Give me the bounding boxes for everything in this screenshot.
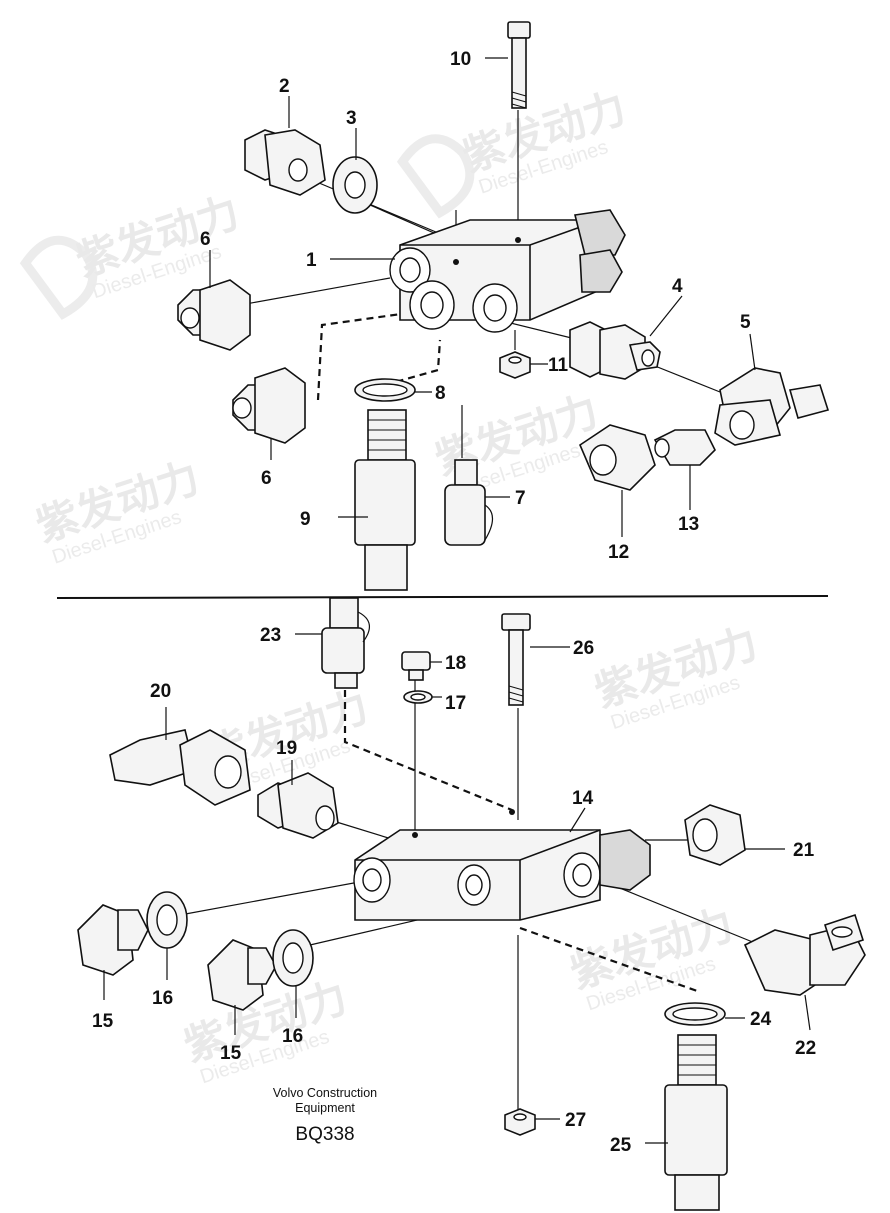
watermark-logo-icon: [19, 235, 98, 320]
washer-part-16-right: [272, 929, 314, 987]
callout-14: 14: [572, 788, 594, 809]
callout-23: 23: [260, 625, 281, 646]
filter-part-9: [354, 409, 416, 591]
nut-part-27: [504, 1108, 536, 1136]
o-ring-part-8: [354, 378, 416, 402]
callout-21: 21: [793, 840, 815, 861]
callout-20: 20: [150, 681, 171, 702]
elbow-part-20: [109, 729, 251, 806]
callout-9: 9: [300, 509, 311, 530]
watermark-logo-icon: [396, 134, 475, 219]
callout-18: 18: [445, 653, 466, 674]
valve-block-part-14: [353, 809, 651, 921]
filter-part-25: [664, 1034, 728, 1211]
callout-15-right: 15: [220, 1043, 242, 1064]
bolt-part-26: [501, 613, 531, 706]
callout-22: 22: [795, 1038, 816, 1059]
nut-part-11: [499, 351, 531, 379]
callout-26: 26: [573, 638, 594, 659]
plug-part-18: [401, 651, 431, 681]
callout-5: 5: [740, 312, 751, 333]
callout-17: 17: [445, 693, 466, 714]
callout-1: 1: [306, 250, 317, 271]
adapter-part-4: [569, 321, 661, 380]
o-ring-part-24: [664, 1002, 726, 1026]
callout-4: 4: [672, 276, 683, 297]
callout-2: 2: [279, 76, 290, 97]
callout-6-upper: 6: [200, 229, 211, 250]
callout-19: 19: [276, 738, 297, 759]
nipple-part-13: [653, 429, 716, 466]
caption-line-1: Volvo Construction: [272, 1086, 378, 1100]
elbow-part-5: [714, 367, 830, 446]
callout-12: 12: [608, 542, 629, 563]
callout-layer: 2 3 10 1 6 6 8 9 7 11 4 5 12 13 23 18 17…: [92, 49, 816, 1156]
callout-13: 13: [678, 514, 699, 535]
nut-part-21: [684, 804, 746, 866]
upper-assembly: [177, 21, 830, 591]
washer-part-16-left: [146, 891, 188, 949]
callout-15-left: 15: [92, 1011, 114, 1032]
callout-10: 10: [450, 49, 471, 70]
callout-27: 27: [565, 1110, 586, 1131]
callout-7: 7: [515, 488, 526, 509]
lower-assembly: [77, 597, 866, 1211]
callout-8: 8: [435, 383, 446, 404]
callout-16-left: 16: [152, 988, 173, 1009]
washer-part-17: [403, 690, 433, 704]
elbow-part-22: [743, 913, 866, 996]
adapter-part-6-upper: [177, 279, 251, 351]
callout-6-lower: 6: [261, 468, 272, 489]
adapter-part-19: [257, 772, 339, 839]
callout-24: 24: [750, 1009, 772, 1030]
washer-part-3: [332, 156, 378, 214]
adapter-part-6-lower: [232, 367, 306, 444]
section-divider: [56, 595, 829, 599]
caption-line-2: Equipment: [295, 1101, 355, 1115]
plug-part-15-right: [207, 939, 277, 1011]
callout-16-right: 16: [282, 1026, 303, 1047]
bolt-part-10: [507, 21, 531, 109]
figure-caption: Volvo Construction Equipment: [250, 1086, 400, 1116]
adapter-part-2: [244, 129, 326, 196]
valve-block-part-1: [389, 209, 626, 333]
plug-part-15-left: [77, 904, 149, 976]
figure-code: BQ338: [295, 1124, 355, 1145]
callout-25: 25: [610, 1135, 632, 1156]
check-valve-part-23: [321, 597, 370, 689]
callout-11: 11: [548, 355, 569, 376]
nut-part-12: [579, 424, 656, 491]
check-valve-part-7: [444, 459, 494, 546]
callout-3: 3: [346, 108, 357, 129]
